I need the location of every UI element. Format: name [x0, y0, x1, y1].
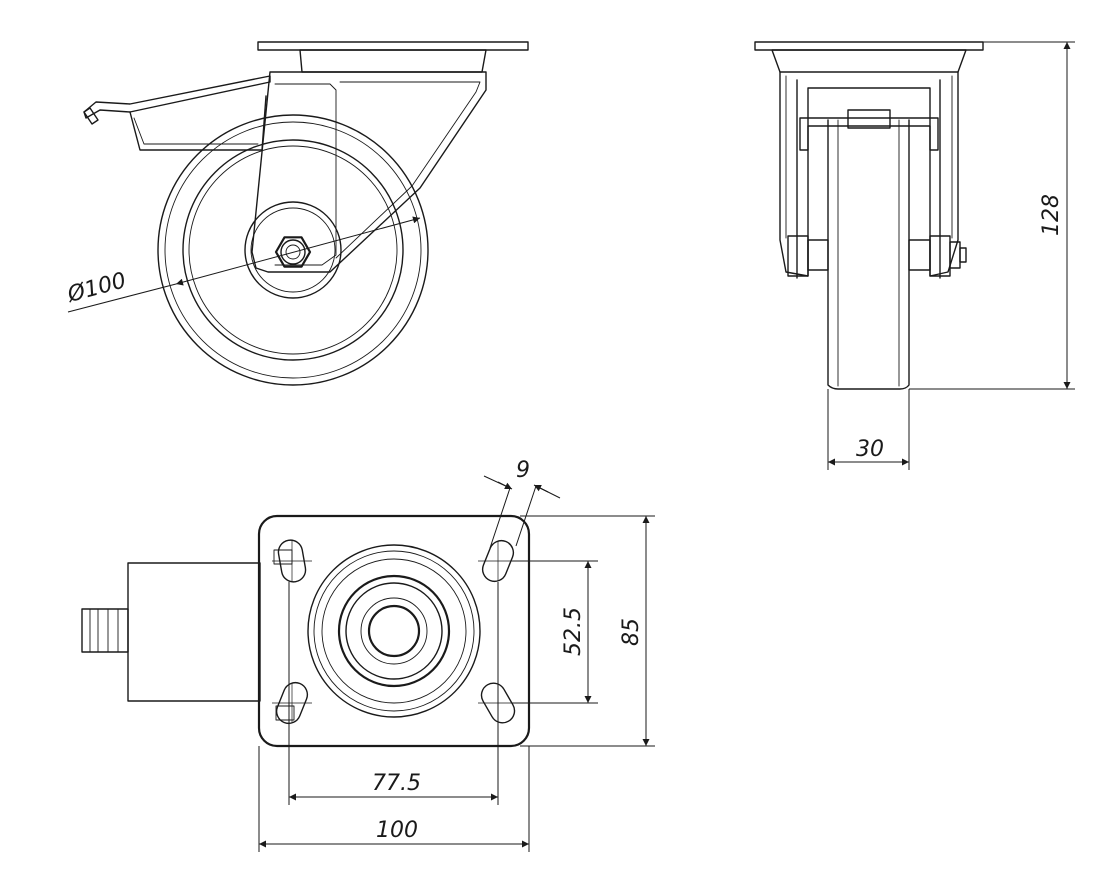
hole-spacing-short-label: 52.5 — [561, 607, 586, 656]
side-view-brake-lever — [83, 75, 271, 151]
front-view-fork — [779, 71, 959, 279]
hole-spacing-long-label: 77.5 — [372, 771, 421, 796]
height-dimension: 128 — [909, 41, 1075, 390]
height-label: 128 — [1039, 194, 1064, 236]
side-view: Ø100 — [64, 41, 529, 386]
top-view-plate — [257, 514, 531, 748]
side-view-top-plate — [257, 41, 529, 73]
plate-depth-label: 85 — [619, 618, 644, 646]
wheel-width-label: 30 — [856, 437, 884, 462]
hole-spacing-long-dimension: 77.5 — [288, 582, 499, 805]
front-view-axle — [787, 235, 967, 277]
slot-width-dimension: 9 — [483, 458, 561, 549]
mounting-slots — [272, 539, 518, 725]
wheel-width-dimension: 30 — [827, 389, 910, 470]
plate-depth-dimension: 85 — [520, 515, 655, 747]
front-view-wheel — [827, 119, 910, 390]
top-view-brake — [81, 562, 261, 702]
slot-bottom-right — [480, 682, 516, 724]
side-view-wheel — [157, 114, 429, 386]
top-view: 9 52.5 85 77.5 100 — [81, 458, 655, 852]
hole-spacing-short-dimension: 52.5 — [512, 560, 598, 704]
front-view: 128 30 — [754, 41, 1075, 470]
slot-top-right — [481, 539, 515, 583]
top-view-swivel — [307, 544, 481, 718]
plate-width-label: 100 — [376, 818, 418, 843]
wheel-diameter-dimension: Ø100 — [64, 216, 421, 313]
wheel-diameter-label: Ø100 — [64, 268, 129, 308]
slot-bottom-left — [275, 681, 309, 725]
slot-width-label: 9 — [516, 458, 530, 483]
plate-width-dimension: 100 — [258, 746, 530, 852]
slot-top-left — [277, 539, 307, 583]
